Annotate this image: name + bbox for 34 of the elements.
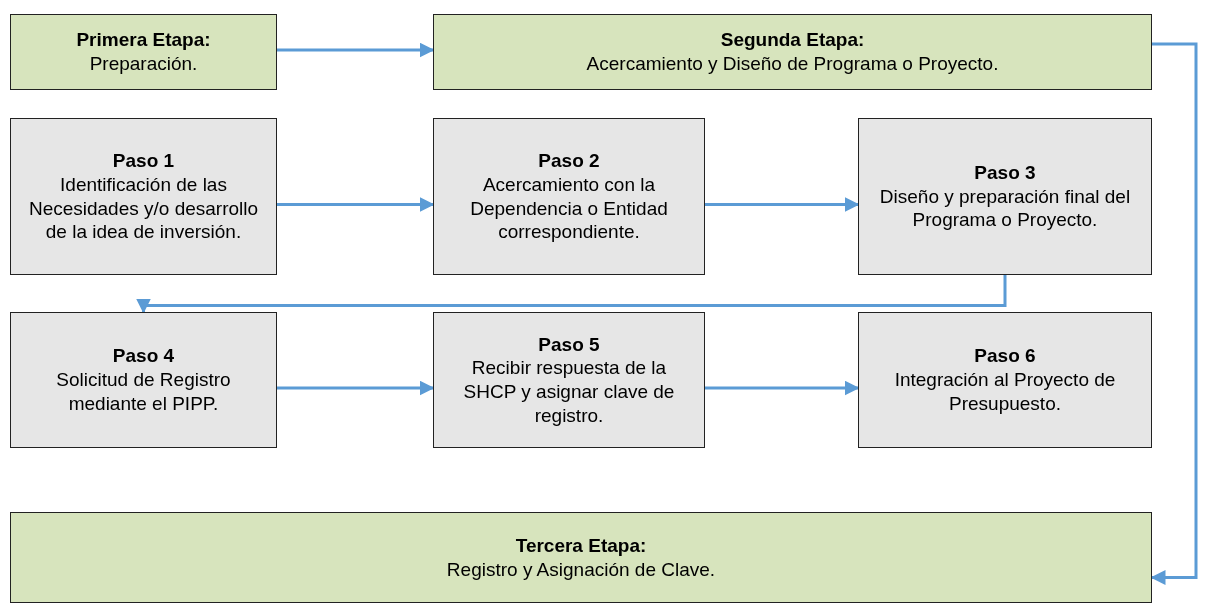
box-text: Diseño y preparación final del Programa o Proyecto.	[878, 184, 1132, 233]
box-text: Acercamiento con la Dependencia o Entidad correspondiente.	[469, 172, 669, 244]
box-text: Preparación.	[89, 52, 198, 76]
box-heading: Paso 5	[538, 332, 600, 357]
box-text: Identificación de las Necesidades y/o desarrollo de la idea de inversión.	[27, 172, 260, 244]
box-heading: Paso 3	[974, 160, 1036, 185]
box-heading: Paso 1	[112, 149, 175, 173]
arrow	[277, 42, 435, 58]
box-heading: Paso 2	[538, 149, 600, 173]
process-box	[10, 14, 277, 90]
process-box	[433, 118, 705, 275]
box-text: Solicitud de Registro mediante el PIPP.	[55, 368, 232, 416]
box-heading: Primera Etapa:	[76, 28, 211, 52]
arrow	[1150, 42, 1198, 585]
box-heading: Tercera Etapa:	[515, 533, 647, 558]
arrow	[277, 380, 435, 396]
box-text: Recibir respuesta de la SHCP y asignar clave de registro.	[462, 356, 676, 428]
box-heading: Paso 4	[112, 344, 175, 369]
process-box	[433, 312, 705, 448]
arrow	[136, 275, 1007, 314]
arrow	[705, 380, 860, 396]
process-box	[10, 512, 1152, 603]
arrow	[277, 197, 435, 212]
box-text: Integración al Proyecto de Presupuesto.	[893, 368, 1117, 416]
process-box	[858, 312, 1152, 448]
box-heading: Paso 6	[974, 344, 1036, 369]
process-box	[433, 14, 1152, 90]
box-text: Acercamiento y Diseño de Programa o Proyecto.	[586, 52, 999, 76]
process-box	[858, 118, 1152, 275]
arrow	[705, 197, 860, 212]
process-box	[10, 312, 277, 448]
box-heading: Segunda Etapa:	[720, 28, 865, 52]
process-box	[10, 118, 277, 275]
box-text: Registro y Asignación de Clave.	[446, 557, 716, 582]
